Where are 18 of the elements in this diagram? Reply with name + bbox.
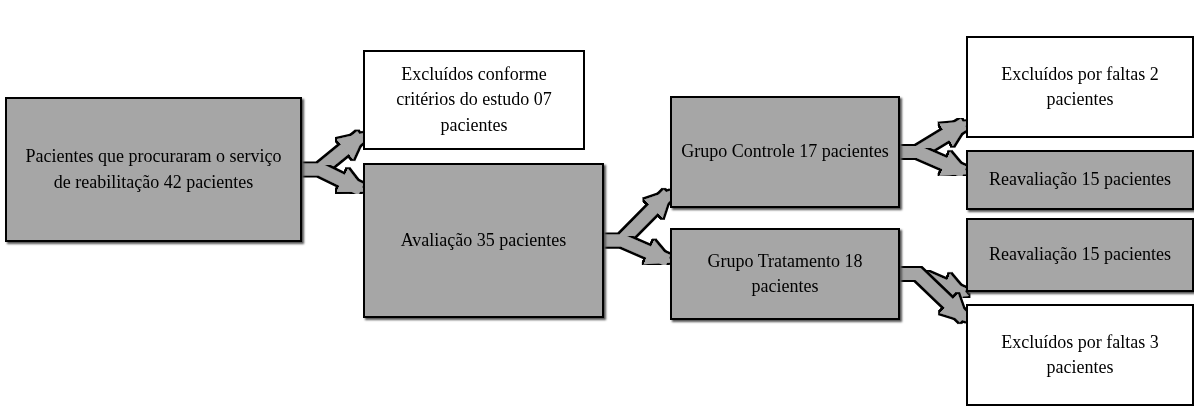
box-text: Reavaliação 15 pacientes: [989, 168, 1171, 192]
box-text: Reavaliação 15 pacientes: [989, 243, 1171, 267]
process-box: [363, 163, 604, 318]
exclusion-box: [363, 50, 585, 150]
box-text: Grupo Controle 17 pacientes: [681, 140, 889, 164]
process-box: [966, 218, 1194, 292]
box-text: Excluídos conforme critérios do estudo 07 pacientes: [395, 63, 553, 137]
exclusion-box: [966, 304, 1194, 406]
process-box: [966, 150, 1194, 210]
process-box: [5, 97, 302, 242]
box-text: Grupo Tratamento 18 pacientes: [706, 249, 864, 298]
box-text: Excluídos por faltas 3 pacientes: [1000, 330, 1160, 379]
exclusion-box: [966, 36, 1194, 138]
process-box: [670, 228, 900, 320]
box-text: Avaliação 35 pacientes: [400, 228, 567, 252]
box-text: Pacientes que procuraram o serviço de reabilitação 42 pacientes: [24, 145, 283, 194]
box-text: Excluídos por faltas 2 pacientes: [1000, 62, 1160, 111]
process-box: [670, 96, 900, 208]
